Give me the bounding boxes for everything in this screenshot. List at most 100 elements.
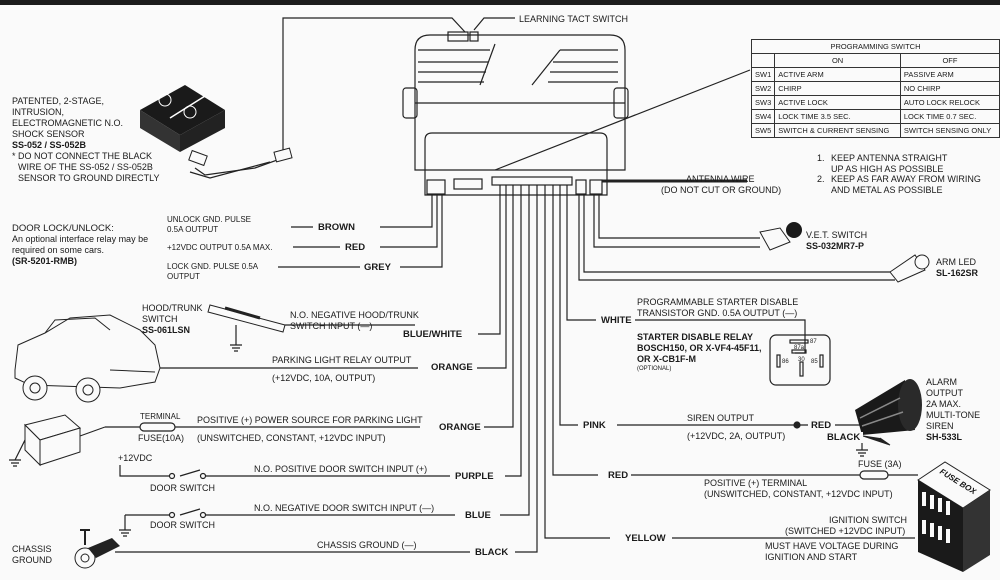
wire-orange-power: ORANGE bbox=[436, 422, 484, 433]
vet-switch-model: SS-032MR7-P bbox=[806, 241, 865, 251]
door-lock-model: (SR-5201-RMB) bbox=[12, 256, 78, 266]
header-on: ON bbox=[774, 53, 901, 68]
antenna-sublabel: (DO NOT CUT OR GROUND) bbox=[661, 185, 782, 195]
top-border bbox=[0, 0, 1000, 5]
hood-switch-name: HOOD/TRUNK bbox=[142, 303, 203, 313]
siren-info-line: OUTPUT bbox=[926, 388, 963, 398]
antenna-label: ANTENNA WIRE bbox=[686, 174, 755, 184]
relay-pin-85: 85 bbox=[811, 359, 818, 365]
lock-desc: LOCK GND. PULSE 0.5A bbox=[167, 262, 259, 271]
relay-optional: (OPTIONAL) bbox=[637, 366, 672, 372]
wire-purple: PURPLE bbox=[452, 471, 497, 482]
wire-pink: PINK bbox=[580, 420, 609, 431]
table-row: SW1 ACTIVE ARM PASSIVE ARM bbox=[750, 67, 1000, 82]
ignition-desc: (SWITCHED +12VDC INPUT) bbox=[785, 526, 906, 536]
header-off: OFF bbox=[899, 53, 1000, 68]
table-row: SW3 ACTIVE LOCK AUTO LOCK RELOCK bbox=[750, 95, 1000, 110]
shock-sensor-icon bbox=[140, 85, 293, 167]
door-lock-desc: An optional interface relay may be bbox=[12, 234, 149, 244]
wire-black-siren: BLACK bbox=[824, 432, 864, 443]
siren-info-line: ALARM bbox=[926, 377, 958, 387]
table-title: PROGRAMMING SWITCH bbox=[751, 39, 1000, 54]
ignition-desc: IGNITION SWITCH bbox=[829, 515, 907, 525]
arm-led-name: ARM LED bbox=[936, 257, 977, 267]
sw-id: SW4 bbox=[750, 109, 776, 124]
wire-blue-white: BLUE/WHITE bbox=[400, 329, 466, 340]
sw-id: SW1 bbox=[750, 67, 776, 82]
siren-info-line: SIREN bbox=[926, 421, 954, 431]
power-source-sub: (UNSWITCHED, CONSTANT, +12VDC INPUT) bbox=[197, 433, 386, 443]
relay-pin-87: 87 bbox=[810, 339, 817, 345]
wire-grey: GREY bbox=[361, 262, 394, 273]
warning-line: * DO NOT CONNECT THE BLACK bbox=[12, 151, 153, 161]
sw-on: SWITCH & CURRENT SENSING bbox=[774, 123, 901, 138]
arm-led-icon bbox=[889, 254, 930, 283]
hood-switch-icon bbox=[207, 304, 286, 333]
hood-switch-model: SS-061LSN bbox=[142, 325, 191, 335]
antenna-notes: KEEP ANTENNA STRAIGHT UP AS HIGH AS POSS… bbox=[812, 153, 981, 195]
wire-black: BLACK bbox=[472, 547, 512, 558]
constant-sub: (UNSWITCHED, CONSTANT, +12VDC INPUT) bbox=[704, 489, 893, 499]
learning-switch-label: LEARNING TACT SWITCH bbox=[519, 14, 629, 24]
sw-id: SW2 bbox=[750, 81, 776, 96]
ignition-note: MUST HAVE VOLTAGE DURING bbox=[765, 541, 899, 551]
fuse-box-icon: FUSE BOX bbox=[917, 461, 991, 572]
relay-model: OR X-CB1F-M bbox=[637, 354, 696, 364]
wire-red-power: RED bbox=[342, 242, 369, 253]
note-item: KEEP ANTENNA STRAIGHT UP AS HIGH AS POSS… bbox=[827, 153, 956, 174]
starter-desc: PROGRAMMABLE STARTER DISABLE bbox=[637, 297, 799, 307]
vet-switch-icon bbox=[759, 222, 802, 251]
siren-icon bbox=[855, 379, 922, 446]
text-line: INTRUSION, bbox=[12, 107, 65, 117]
sw-on: ACTIVE LOCK bbox=[774, 95, 901, 110]
relay-pin-86: 86 bbox=[782, 359, 789, 365]
text-line: SHOCK SENSOR bbox=[12, 129, 85, 139]
sw-off: AUTO LOCK RELOCK bbox=[899, 95, 1000, 110]
table-row: SW4 LOCK TIME 3.5 SEC. LOCK TIME 0.7 SEC… bbox=[750, 109, 1000, 124]
sw-id: SW3 bbox=[750, 95, 776, 110]
door-lock-desc: required on some cars. bbox=[12, 245, 105, 255]
starter-desc: TRANSISTOR GND. 0.5A OUTPUT (—) bbox=[637, 308, 798, 318]
programming-switch-table: PROGRAMMING SWITCH ON OFF SW1 ACTIVE ARM… bbox=[750, 39, 1000, 138]
wire-yellow: YELLOW bbox=[622, 533, 669, 544]
plus-12vdc-label: +12VDC bbox=[118, 453, 153, 463]
chassis-ground-icon bbox=[74, 529, 120, 569]
siren-info-line: MULTI-TONE bbox=[926, 410, 981, 420]
pos-door-desc: N.O. POSITIVE DOOR SWITCH INPUT (+) bbox=[254, 464, 428, 474]
note-item: KEEP AS FAR AWAY FROM WIRING AND METAL A… bbox=[827, 174, 981, 195]
car-icon bbox=[14, 314, 161, 403]
terminal-label: TERMINAL bbox=[140, 412, 181, 421]
hood-switch-desc: SWITCH INPUT (—) bbox=[290, 321, 373, 331]
sw-on: LOCK TIME 3.5 SEC. bbox=[774, 109, 901, 124]
text-line: ELECTROMAGNETIC N.O. bbox=[12, 118, 124, 128]
sw-on: ACTIVE ARM bbox=[774, 67, 901, 82]
relay-pin-87a: 87a bbox=[794, 345, 805, 351]
chassis-ground-label: GROUND bbox=[12, 555, 52, 565]
sw-off: NO CHIRP bbox=[899, 81, 1000, 96]
sw-off: LOCK TIME 0.7 SEC. bbox=[899, 109, 1000, 124]
wire-blue: BLUE bbox=[462, 510, 494, 521]
wire-red-constant: RED bbox=[605, 470, 632, 481]
siren-info-line: 2A MAX. bbox=[926, 399, 962, 409]
siren-sub: (+12VDC, 2A, OUTPUT) bbox=[687, 431, 786, 441]
chassis-ground-label: CHASSIS bbox=[12, 544, 52, 554]
warning-line: WIRE OF THE SS-052 / SS-052B bbox=[18, 162, 153, 172]
relay-model: BOSCH150, OR X-VF4-45F11, bbox=[637, 343, 762, 353]
sw-off: PASSIVE ARM bbox=[899, 67, 1000, 82]
battery-icon bbox=[24, 414, 106, 467]
arm-led-model: SL-162SR bbox=[936, 268, 979, 278]
relay-name: STARTER DISABLE RELAY bbox=[637, 332, 754, 342]
wire-white: WHITE bbox=[598, 315, 635, 326]
ignition-note: IGNITION AND START bbox=[765, 552, 858, 562]
door-switch-label: DOOR SWITCH bbox=[150, 483, 215, 493]
power-source-desc: POSITIVE (+) POWER SOURCE FOR PARKING LI… bbox=[197, 415, 423, 425]
hood-switch-name: SWITCH bbox=[142, 314, 178, 324]
constant-desc: POSITIVE (+) TERMINAL bbox=[704, 478, 808, 488]
vet-switch-name: V.E.T. SWITCH bbox=[806, 230, 868, 240]
fuse-10a-label: FUSE(10A) bbox=[138, 433, 185, 443]
sw-off: SWITCH SENSING ONLY bbox=[899, 123, 1000, 138]
power-desc: +12VDC OUTPUT 0.5A MAX. bbox=[167, 243, 273, 252]
table-row: SW5 SWITCH & CURRENT SENSING SWITCH SENS… bbox=[750, 123, 1000, 138]
hood-switch-desc: N.O. NEGATIVE HOOD/TRUNK bbox=[290, 310, 419, 320]
header-blank bbox=[750, 53, 776, 68]
